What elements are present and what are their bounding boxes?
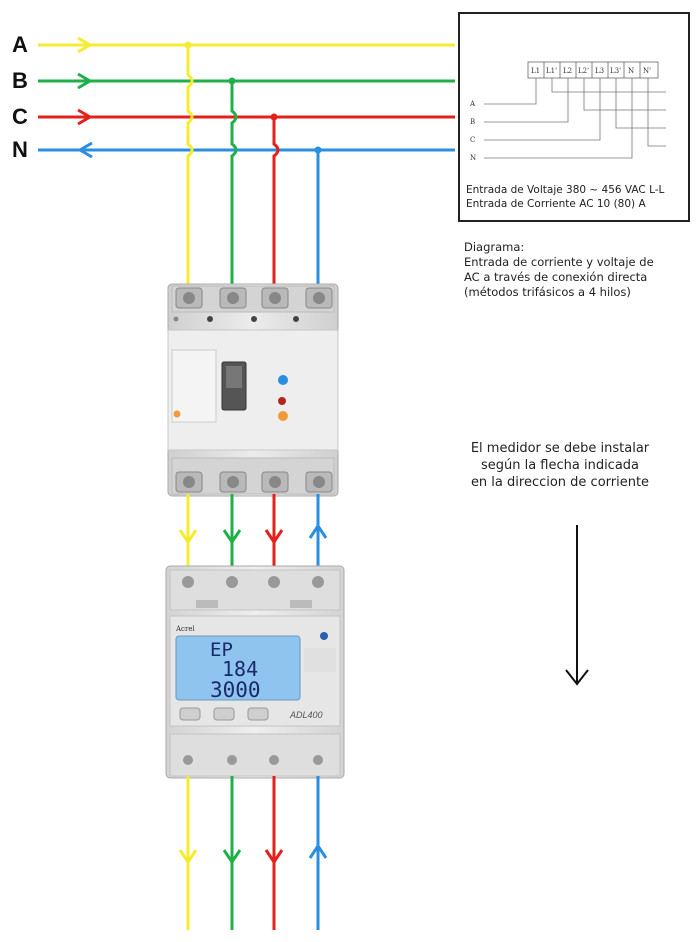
bus-c-arrow — [77, 108, 93, 126]
diagram-caption: Diagrama: Entrada de corriente y voltaje… — [464, 240, 694, 300]
meter-brand: Acrel — [175, 625, 195, 633]
terminal-l2p: L2' — [578, 67, 589, 75]
schematic-line-a: A — [469, 100, 476, 108]
lcd-line1: EP — [210, 639, 233, 661]
drop-wires — [184, 41, 322, 288]
terminal-l1p: L1' — [546, 67, 557, 75]
meter-button-2 — [213, 707, 235, 721]
breaker-reset-orange — [278, 411, 288, 421]
phase-label-b: B — [12, 68, 28, 93]
install-note: El medidor se debe instalar según la fle… — [440, 440, 680, 491]
schematic-box: L1 L1' L2 L2' L3 L3' N N' A B C N Entrad… — [458, 12, 690, 222]
terminal-np: N' — [643, 67, 651, 75]
phase-label-c: C — [12, 104, 28, 129]
schematic-drawing: L1 L1' L2 L2' L3 L3' N N' A B C N — [469, 61, 666, 162]
bus-a-arrow — [77, 36, 93, 54]
lcd-line3: 3000 — [210, 678, 261, 702]
caption-line-1: Diagrama: — [464, 240, 525, 254]
lcd-line2: 184 — [222, 657, 258, 681]
bus-b-arrow — [77, 72, 93, 90]
install-note-line-2: según la flecha indicada — [480, 458, 640, 473]
terminal-n: N — [628, 67, 634, 75]
schematic-voltage-text: Entrada de Voltaje 380 ~ 456 VAC L-L — [466, 184, 665, 196]
terminal-l2: L2 — [563, 67, 572, 75]
schematic-current-text: Entrada de Corriente AC 10 (80) A — [466, 198, 646, 210]
terminal-l1: L1 — [531, 67, 540, 75]
schematic-line-c: C — [470, 136, 475, 144]
terminal-l3: L3 — [595, 67, 604, 75]
drop-a — [186, 45, 194, 288]
bus-bars — [38, 36, 455, 159]
drop-b — [230, 81, 238, 288]
caption-line-3: AC a través de conexión directa — [464, 270, 648, 284]
schematic-line-b: B — [470, 118, 475, 126]
meter-model: ADL400 — [289, 710, 323, 720]
meter-button-1 — [179, 707, 201, 721]
meter-lcd — [175, 635, 301, 701]
energy-meter: EP 184 3000 Acrel ADL400 — [165, 565, 345, 779]
circuit-breaker — [167, 283, 339, 497]
schematic-line-n: N — [470, 154, 476, 162]
phase-label-n: N — [12, 137, 28, 162]
caption-line-2: Entrada de corriente y voltaje de — [464, 255, 654, 269]
install-note-line-3: en la direccion de corriente — [470, 475, 650, 490]
drop-c — [272, 117, 280, 288]
phase-label-a: A — [12, 32, 28, 57]
arrow-down-icon — [565, 525, 589, 686]
caption-line-4: (métodos trifásicos a 4 hilos) — [464, 285, 631, 299]
breaker-bottom-terminals — [171, 457, 335, 495]
terminal-l3p: L3' — [610, 67, 621, 75]
meter-button-3 — [247, 707, 269, 721]
breaker-top-terminals — [175, 287, 333, 309]
mid-wires — [178, 494, 328, 566]
breaker-indicator-red — [278, 397, 286, 405]
install-note-line-1: El medidor se debe instalar — [470, 441, 650, 456]
breaker-test-button-blue — [278, 375, 288, 385]
out-wires — [178, 776, 328, 930]
schematic-lines — [484, 78, 666, 159]
bus-n-arrow — [77, 141, 93, 159]
schematic-terminals: L1 L1' L2 L2' L3 L3' N N' — [527, 61, 659, 79]
